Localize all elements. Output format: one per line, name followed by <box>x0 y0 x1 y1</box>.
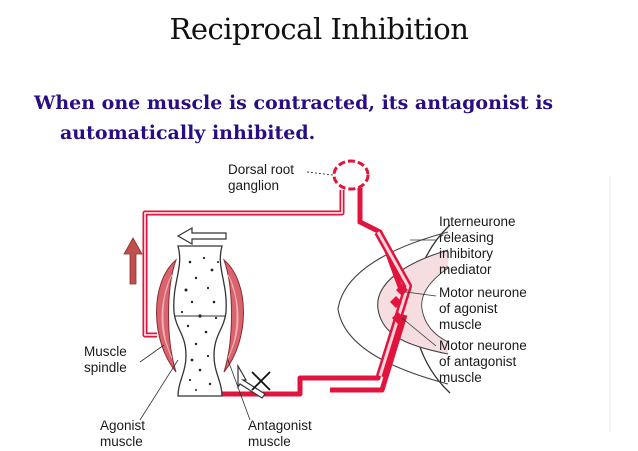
label-interneurone-l1: Interneurone <box>439 214 516 229</box>
interneurone <box>374 230 412 378</box>
label-agonist-muscle-l2: muscle <box>100 434 143 449</box>
page-title: Reciprocal Inhibition <box>169 12 469 46</box>
label-motor-agonist-l3: muscle <box>439 317 482 332</box>
left-arrow-icon <box>176 226 227 246</box>
dorsal-root-ganglion <box>332 159 370 191</box>
label-interneurone-l3: inhibitory <box>439 246 493 261</box>
nerve-highlight <box>144 190 343 336</box>
label-motor-agonist-l2: of agonist <box>439 301 498 316</box>
label-muscle-spindle: Muscle spindle <box>84 344 131 375</box>
label-antagonist-muscle: Antagonist muscle <box>248 418 316 449</box>
label-dorsal-root-l1: Dorsal root <box>228 162 294 177</box>
label-motor-antagonist-l3: muscle <box>439 370 482 385</box>
inhibited-arrow-icon <box>237 363 271 399</box>
label-interneurone: Interneurone releasing inhibitory mediat… <box>439 214 519 277</box>
ganglion-leader <box>306 171 334 176</box>
right-leaders <box>401 239 437 347</box>
label-antagonist-muscle-l1: Antagonist <box>248 418 312 433</box>
label-agonist-muscle: Agonist muscle <box>100 418 149 449</box>
agonist-muscle-shape <box>156 258 178 373</box>
label-motor-antagonist: Motor neurone of antagonist muscle <box>439 338 531 385</box>
subtitle-line-1: When one muscle is contracted, its antag… <box>34 92 554 114</box>
knee-bone <box>173 245 227 397</box>
left-leaders <box>139 344 251 421</box>
label-interneurone-l4: mediator <box>439 262 492 277</box>
label-interneurone-l2: releasing <box>439 230 494 245</box>
antagonist-muscle-shape <box>222 258 244 373</box>
label-motor-agonist-l1: Motor neurone <box>439 285 527 300</box>
label-muscle-spindle-l1: Muscle <box>84 344 127 359</box>
label-motor-antagonist-l1: Motor neurone <box>439 338 527 353</box>
subtitle-line-2: automatically inhibited. <box>60 122 316 144</box>
label-motor-agonist: Motor neurone of agonist muscle <box>439 285 531 332</box>
label-agonist-muscle-l1: Agonist <box>100 418 145 433</box>
subtitle: When one muscle is contracted, its antag… <box>34 88 553 148</box>
label-muscle-spindle-l2: spindle <box>84 360 127 375</box>
spinal-cord <box>337 224 451 394</box>
label-dorsal-root: Dorsal root ganglion <box>228 162 298 193</box>
label-antagonist-muscle-l2: muscle <box>248 434 291 449</box>
label-motor-antagonist-l2: of antagonist <box>439 354 517 369</box>
up-arrow-icon <box>123 237 143 285</box>
label-dorsal-root-l2: ganglion <box>228 178 279 193</box>
